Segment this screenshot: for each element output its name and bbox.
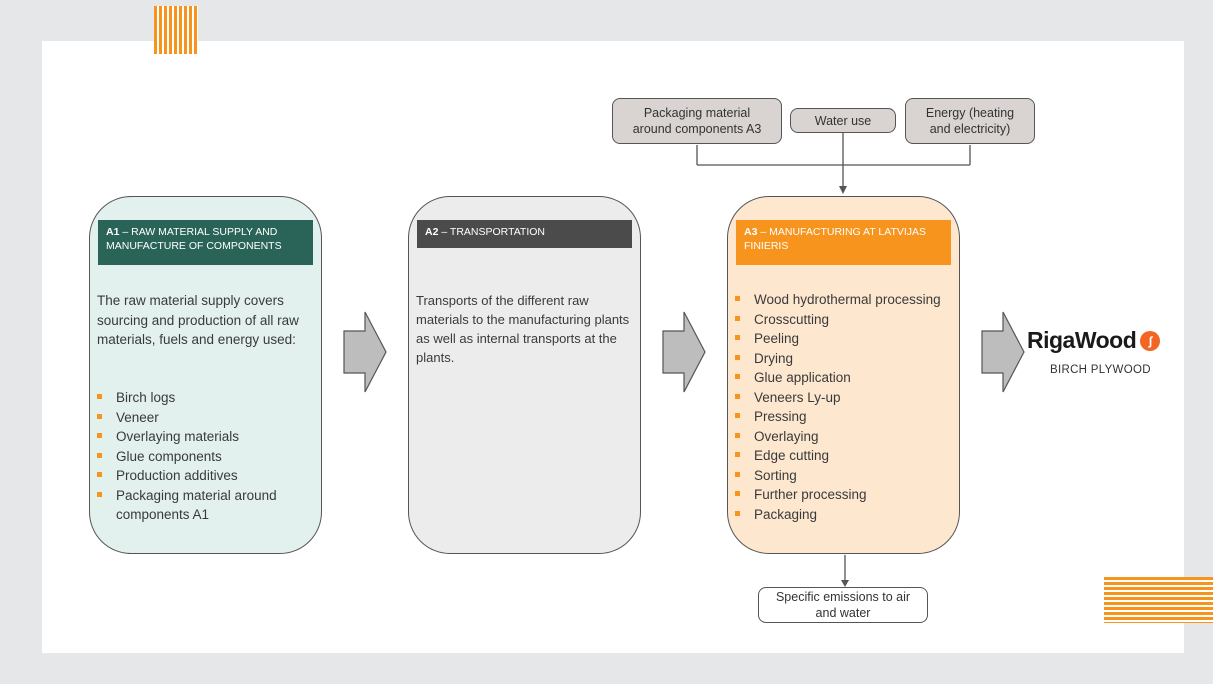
stage-a3-header: A3 – MANUFACTURING AT LATVIJAS FINIERIS <box>736 220 951 265</box>
input-energy-label: Energy (heating and electricity) <box>925 106 1015 136</box>
stage-a1-list: Birch logs Veneer Overlaying materials G… <box>97 388 317 525</box>
stage-a2: A2 – TRANSPORTATION Transports of the di… <box>408 196 641 554</box>
list-item: Veneer <box>97 408 317 428</box>
list-item: Wood hydrothermal processing <box>735 290 955 310</box>
brand-name: RigaWood <box>1027 327 1137 353</box>
list-item: Veneers Ly-up <box>735 388 955 408</box>
list-item: Glue application <box>735 368 955 388</box>
list-item: Production additives <box>97 466 317 486</box>
rigawood-logo: RigaWood ∫ <box>1027 327 1161 354</box>
stage-a2-code: A2 <box>425 226 439 238</box>
list-item: Crosscutting <box>735 310 955 330</box>
list-item: Peeling <box>735 329 955 349</box>
list-item: Packaging <box>735 505 955 525</box>
output-emissions-label: Specific emissions to air and water <box>775 590 911 620</box>
flow-arrow-icon <box>662 311 706 393</box>
stage-a3-title: – MANUFACTURING AT LATVIJAS FINIERIS <box>744 226 927 252</box>
decorative-stripes-right <box>1104 577 1213 623</box>
stage-a2-description: Transports of the different raw material… <box>416 293 630 365</box>
list-item: Edge cutting <box>735 446 955 466</box>
input-packaging-label: Packaging material around components A3 <box>632 106 762 136</box>
list-item: Overlaying <box>735 427 955 447</box>
stage-a1-code: A1 <box>106 226 120 238</box>
input-water-label: Water use <box>814 113 872 128</box>
list-item: Drying <box>735 349 955 369</box>
list-item: Birch logs <box>97 388 317 408</box>
brand-subtitle: BIRCH PLYWOOD <box>1050 364 1151 376</box>
list-item: Further processing <box>735 485 955 505</box>
flow-arrow-icon <box>981 311 1025 393</box>
stage-a3-code: A3 <box>744 226 758 238</box>
input-water-use: Water use <box>790 108 896 133</box>
rigawood-mark-icon: ∫ <box>1140 330 1161 351</box>
stage-a2-title: – TRANSPORTATION <box>438 226 546 238</box>
output-emissions: Specific emissions to air and water <box>758 587 928 623</box>
stage-a1-title: – RAW MATERIAL SUPPLY AND MANUFACTURE OF… <box>106 226 282 252</box>
list-item: Pressing <box>735 407 955 427</box>
stage-a2-header: A2 – TRANSPORTATION <box>417 220 632 248</box>
stage-a3: A3 – MANUFACTURING AT LATVIJAS FINIERIS … <box>727 196 960 554</box>
list-item: Packaging material around components A1 <box>97 486 317 525</box>
stage-a1-header: A1 – RAW MATERIAL SUPPLY AND MANUFACTURE… <box>98 220 313 265</box>
stage-a3-list: Wood hydrothermal processing Crosscuttin… <box>735 290 955 524</box>
input-packaging-material: Packaging material around components A3 <box>612 98 782 144</box>
stage-a1: A1 – RAW MATERIAL SUPPLY AND MANUFACTURE… <box>89 196 322 554</box>
input-energy: Energy (heating and electricity) <box>905 98 1035 144</box>
decorative-stripes-top <box>154 6 198 54</box>
stage-a1-description: The raw material supply covers sourcing … <box>97 293 299 347</box>
flow-arrow-icon <box>343 311 387 393</box>
list-item: Glue components <box>97 447 317 467</box>
list-item: Overlaying materials <box>97 427 317 447</box>
list-item: Sorting <box>735 466 955 486</box>
